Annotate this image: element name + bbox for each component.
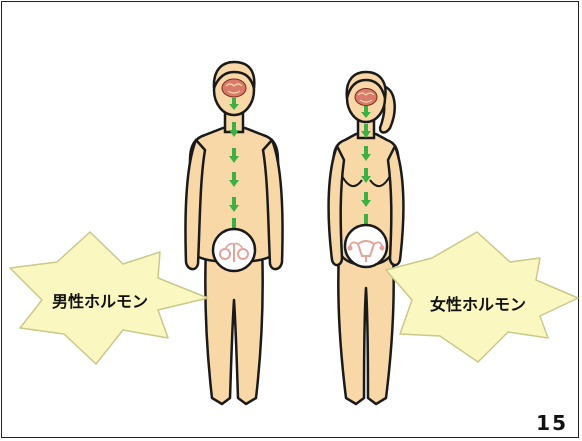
page-number: 15 [536, 411, 568, 435]
male-figure [184, 60, 284, 406]
male-brain-icon [221, 78, 247, 98]
female-hormone-label: 女性ホルモン [430, 295, 527, 314]
female-brain-icon [354, 88, 378, 106]
female-figure [327, 70, 405, 406]
male-hormone-label: 男性ホルモン [52, 292, 149, 311]
female-hormone-starburst [385, 231, 579, 363]
male-hormone-starburst [9, 231, 209, 365]
male-reproductive-organ [211, 227, 257, 273]
female-reproductive-organ [343, 223, 389, 269]
